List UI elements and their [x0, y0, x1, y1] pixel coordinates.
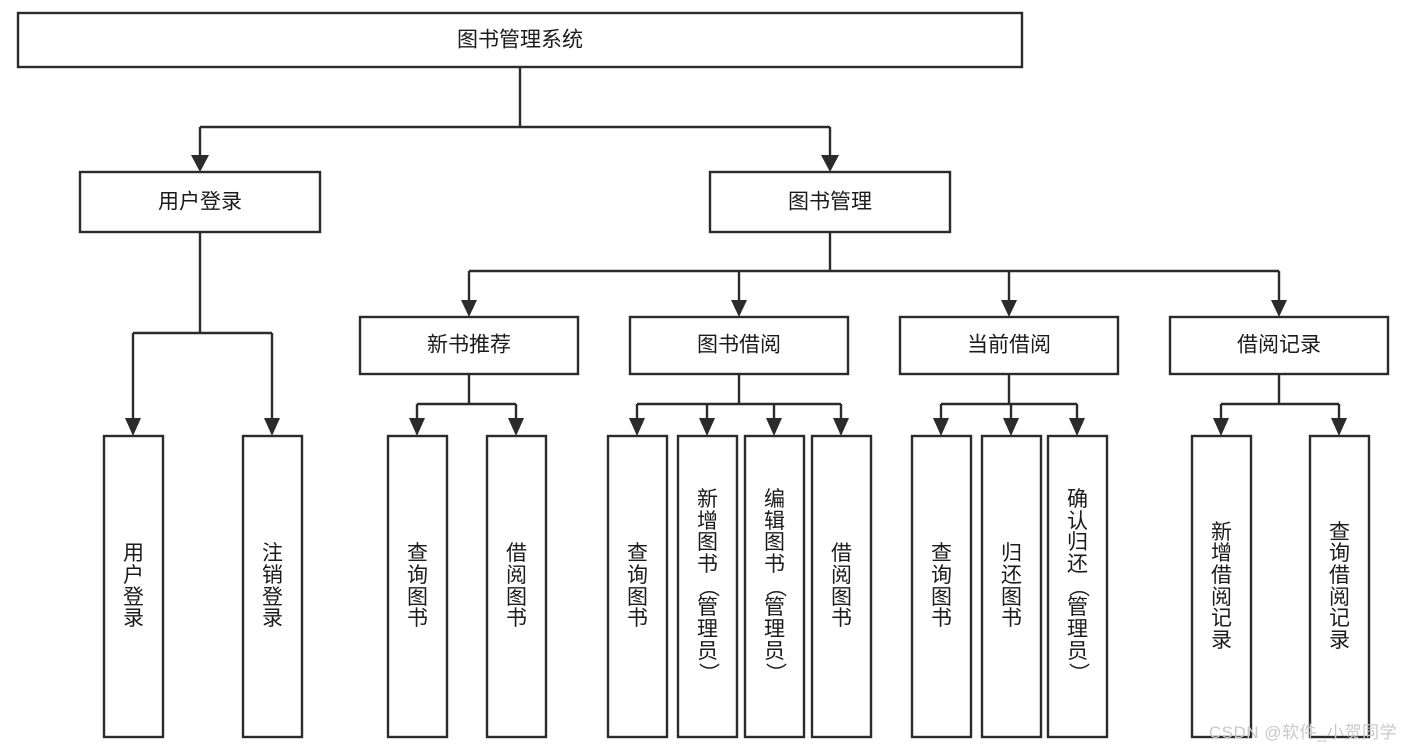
arrow-to-record [1271, 300, 1287, 317]
node-root-label: 图书管理系统 [457, 29, 583, 52]
leaf-logout-box[interactable] [241, 434, 304, 739]
arrow-leaf-add-book [699, 418, 715, 436]
leaf-borrow-book-bor-box[interactable] [810, 434, 873, 739]
arrow-leaf-borrow-book-rec [508, 418, 524, 436]
leaf-query-book-bor-box[interactable] [606, 434, 669, 739]
arrow-leaf-return-book [1003, 418, 1019, 436]
leaf-nodes-group [102, 434, 1371, 739]
nodes-group: 图书管理系统 用户登录 图书管理 新书推荐 图书借阅 当前借阅 借阅记录 [16, 11, 1390, 376]
arrow-leaf-query-record [1331, 418, 1347, 436]
arrow-leaf-add-record [1213, 418, 1229, 436]
leaf-query-book-cur-box[interactable] [910, 434, 973, 739]
node-book-borrow-box[interactable] [628, 315, 850, 376]
node-user-login-label: 用户登录 [158, 191, 242, 214]
node-book-borrow-label: 图书借阅 [697, 334, 781, 357]
node-book-manage-label: 图书管理 [788, 191, 872, 214]
leaf-query-record-box[interactable] [1308, 434, 1371, 739]
node-new-book-rec-box[interactable] [358, 315, 580, 376]
leaf-edit-book-box[interactable] [743, 434, 806, 739]
node-user-login-box[interactable] [78, 170, 322, 234]
arrow-leaf-user-login [125, 418, 141, 436]
arrow-to-user-login [191, 155, 209, 172]
node-borrow-record-box[interactable] [1168, 315, 1390, 376]
leaf-add-book-box[interactable] [676, 434, 739, 739]
leaf-query-book-rec-box[interactable] [386, 434, 449, 739]
watermark-text: CSDN @软件_小贺同学 [1208, 723, 1397, 742]
arrow-leaf-logout [264, 418, 280, 436]
node-new-book-rec-label: 新书推荐 [427, 334, 511, 357]
arrow-to-newbook [461, 300, 477, 317]
arrow-leaf-confirm-return [1069, 418, 1085, 436]
arrow-to-borrow [731, 300, 747, 317]
arrow-to-book-manage [821, 155, 839, 172]
arrow-leaf-borrow-book-bor [833, 418, 849, 436]
node-current-borrow-box[interactable] [898, 315, 1120, 376]
connectors-group [125, 67, 1347, 436]
arrow-to-current [1001, 300, 1017, 317]
arrow-leaf-query-book-rec [409, 418, 425, 436]
node-borrow-record-label: 借阅记录 [1237, 334, 1321, 357]
arrow-leaf-query-book-cur [933, 418, 949, 436]
leaf-user-login-box[interactable] [102, 434, 165, 739]
arrow-leaf-query-book-bor [629, 418, 645, 436]
node-current-borrow-label: 当前借阅 [967, 334, 1051, 357]
leaf-confirm-return-box[interactable] [1046, 434, 1109, 739]
arrow-leaf-edit-book [766, 418, 782, 436]
node-book-manage-box[interactable] [708, 170, 952, 234]
leaf-borrow-book-rec-box[interactable] [485, 434, 548, 739]
leaf-add-record-box[interactable] [1190, 434, 1253, 739]
node-root-box[interactable] [16, 11, 1024, 69]
leaf-return-book-box[interactable] [980, 434, 1043, 739]
